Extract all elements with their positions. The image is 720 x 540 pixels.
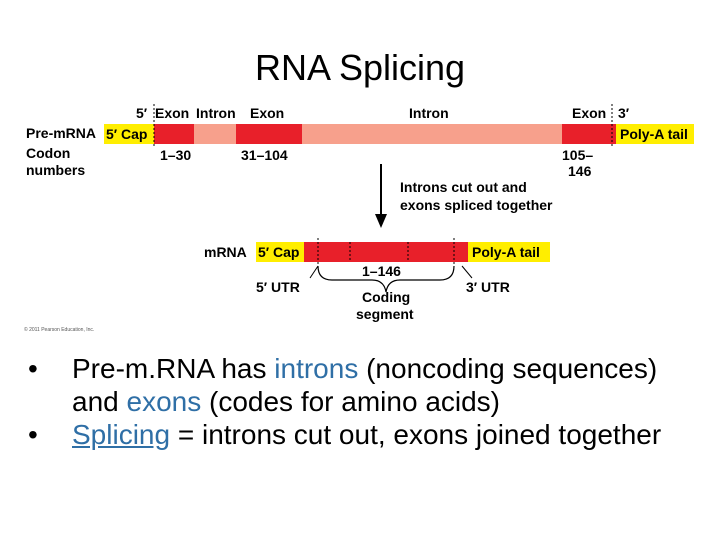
exon3-segment — [562, 124, 616, 144]
coding-line1: Coding — [362, 289, 410, 305]
intron1-segment — [194, 124, 236, 144]
bullet-item-introns-exons: • Pre-m.RNA has introns (noncoding seque… — [28, 352, 708, 418]
utr3-label: 3′ UTR — [466, 279, 510, 295]
bullet-symbol: • — [28, 353, 38, 384]
keyword-exons: exons — [126, 386, 202, 417]
utr5-label: 5′ UTR — [256, 279, 300, 295]
codon-range-3a: 105– — [562, 147, 593, 163]
bullet-text: (noncoding sequences) and — [72, 353, 658, 417]
codon-range-3b: 146 — [568, 163, 592, 179]
mrna-tail-label: Poly-A tail — [472, 244, 540, 260]
exon3-label: Exon — [572, 105, 606, 121]
bullet-text: = introns cut out, exons joined together — [170, 419, 662, 450]
exon1-segment — [154, 124, 194, 144]
pre-mrna-cap — [104, 124, 154, 144]
codon-range-1: 1–30 — [160, 147, 191, 163]
arrow-caption-line1: Introns cut out and — [400, 179, 527, 195]
pre-mrna-tail-label: Poly-A tail — [620, 126, 688, 142]
codon-label-line1: Codon — [26, 145, 70, 161]
codon-range-2: 31–104 — [241, 147, 288, 163]
intron2-label: Intron — [409, 105, 449, 121]
pre-mrna-label: Pre-mRNA — [26, 125, 96, 141]
splicing-diagram: 5′ Exon Intron Exon Intron Exon 3′ Pre-m… — [24, 104, 694, 333]
mrna-cap-label: 5′ Cap — [258, 244, 299, 260]
bullet-symbol: • — [28, 419, 38, 450]
exon2-label: Exon — [250, 105, 284, 121]
arrow-caption-line2: exons spliced together — [400, 197, 553, 213]
copyright-text: © 2011 Pearson Education, Inc. — [24, 326, 94, 333]
mrna-cap — [256, 242, 304, 262]
bullet-list: • Pre-m.RNA has introns (noncoding seque… — [28, 352, 708, 451]
utr5-pointer — [309, 265, 319, 279]
splicing-arrow-head — [375, 214, 387, 228]
utr3-pointer — [461, 265, 473, 279]
three-prime-label: 3′ — [618, 105, 630, 121]
intron2-segment — [302, 124, 562, 144]
mrna-label: mRNA — [204, 244, 247, 260]
keyword-introns: introns — [274, 353, 359, 384]
bullet-item-splicing: • Splicing = introns cut out, exons join… — [28, 418, 708, 451]
mrna-codon-range: 1–146 — [362, 263, 401, 279]
mrna-exons — [304, 242, 468, 262]
mrna-tail — [468, 242, 550, 262]
coding-line2: segment — [356, 306, 414, 322]
codon-label-line2: numbers — [26, 162, 85, 178]
exon1-label: Exon — [155, 105, 189, 121]
five-prime-label: 5′ — [136, 105, 148, 121]
splicing-link[interactable]: Splicing — [72, 419, 171, 450]
bullet-text: (codes for amino acids) — [201, 386, 501, 417]
bullet-text: Pre-m.RNA has — [72, 353, 275, 384]
coding-bracket — [317, 265, 455, 293]
pre-mrna-tail — [616, 124, 694, 144]
exon2-segment — [236, 124, 302, 144]
pre-mrna-cap-label: 5′ Cap — [106, 126, 147, 142]
intron1-label: Intron — [196, 105, 236, 121]
slide-title: RNA Splicing — [254, 47, 466, 88]
